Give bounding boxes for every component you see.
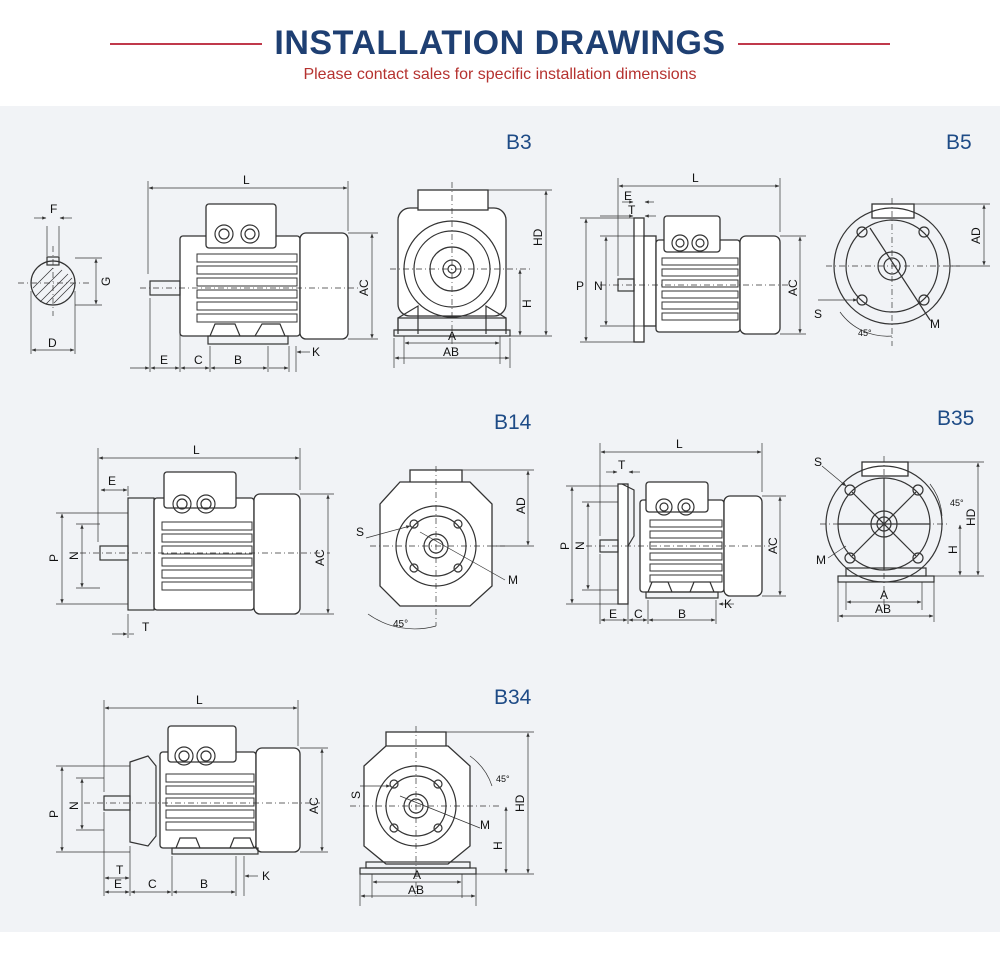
b35-label-e: E <box>609 607 617 621</box>
drawings-canvas: B3 B5 B14 B35 B34 F G D <box>18 131 990 906</box>
b35-label-ab: AB <box>875 602 891 616</box>
b34-label-b: B <box>200 877 208 891</box>
heading-b3: B3 <box>506 131 532 154</box>
heading-b5: B5 <box>946 131 972 154</box>
b3-label-h: H <box>520 299 534 308</box>
b5-label-s: S <box>814 307 822 321</box>
b35-label-k: K <box>724 597 732 611</box>
b34-label-m: M <box>480 818 490 832</box>
b14-label-n: N <box>67 551 81 560</box>
b35-label-hd: HD <box>964 508 978 526</box>
b34-label-k: K <box>262 869 270 883</box>
b5-label-n: N <box>594 279 603 293</box>
b5-label-l: L <box>692 171 699 185</box>
header-rule-right <box>738 43 890 45</box>
label-g: G <box>99 277 113 286</box>
b35-label-p: P <box>558 542 572 550</box>
b5-label-45: 45° <box>858 328 872 338</box>
b34-label-ac: AC <box>307 797 321 814</box>
b14-label-p: P <box>47 554 61 562</box>
b35-front-view: HD H S 45° M A AB <box>814 455 984 622</box>
b3-front-view: HD H A AB <box>390 182 552 368</box>
heading-b35: B35 <box>937 407 974 430</box>
b14-side-view: L E P N AC T <box>47 443 334 638</box>
b3-label-ac: AC <box>357 279 371 296</box>
page-footer-space <box>0 932 1000 968</box>
b3-label-a: A <box>448 329 456 343</box>
b14-label-s: S <box>356 525 364 539</box>
b35-label-b: B <box>678 607 686 621</box>
page-title: INSTALLATION DRAWINGS <box>274 24 726 62</box>
b35-label-45: 45° <box>950 498 964 508</box>
b34-label-n: N <box>67 801 81 810</box>
b3-label-e: E <box>160 353 168 367</box>
b35-label-c: C <box>634 607 643 621</box>
b34-label-a: A <box>413 868 421 882</box>
b34-label-t: T <box>116 863 124 877</box>
b35-label-s: S <box>814 455 822 469</box>
b3-label-k: K <box>312 345 320 359</box>
b5-label-e: E <box>624 189 632 203</box>
b35-label-m: M <box>816 553 826 567</box>
b14-label-e: E <box>108 474 116 488</box>
b35-label-ac: AC <box>766 537 780 554</box>
drawings-panel: B3 B5 B14 B35 B34 F G D <box>0 106 1000 932</box>
b34-label-l: L <box>196 693 203 707</box>
b14-label-m: M <box>508 573 518 587</box>
b35-label-t: T <box>618 458 626 472</box>
b3-label-b: B <box>234 353 242 367</box>
b34-label-c: C <box>148 877 157 891</box>
b35-label-l: L <box>676 437 683 451</box>
shaft-section-drawing: F G D <box>18 202 113 354</box>
heading-b34: B34 <box>494 686 532 709</box>
b3-label-c: C <box>194 353 203 367</box>
heading-b14: B14 <box>494 411 532 434</box>
b34-label-s: S <box>349 791 363 799</box>
b34-label-45: 45° <box>496 774 510 784</box>
header-rule-left <box>110 43 262 45</box>
b5-side-view: L E T P N AC <box>576 171 806 343</box>
b14-label-l: L <box>193 443 200 457</box>
b35-label-h: H <box>946 545 960 554</box>
b34-side-view: L P N AC T E C B K <box>47 693 328 896</box>
b3-label-ab: AB <box>443 345 459 359</box>
b14-label-ac: AC <box>313 549 327 566</box>
b14-label-t: T <box>142 620 150 634</box>
b34-label-hd: HD <box>513 794 527 812</box>
header: INSTALLATION DRAWINGS Please contact sal… <box>0 0 1000 106</box>
b5-label-p: P <box>576 279 584 293</box>
page-subtitle: Please contact sales for specific instal… <box>303 66 697 83</box>
b14-front-view: AD S M 45° <box>356 466 534 630</box>
b34-label-p: P <box>47 810 61 818</box>
b35-side-view: L T P N AC E C B K <box>558 437 786 624</box>
b34-label-h: H <box>491 841 505 850</box>
b34-front-view: HD H 45° S M A AB <box>349 726 534 906</box>
b5-front-view: AD S 45° M <box>814 198 990 346</box>
label-d: D <box>48 336 57 350</box>
b35-label-n: N <box>573 541 587 550</box>
label-f: F <box>50 202 57 216</box>
b3-side-view: L AC E C B K <box>130 173 378 372</box>
b5-label-ad: AD <box>969 227 983 244</box>
b5-label-ac: AC <box>786 279 800 296</box>
b35-label-a: A <box>880 588 888 602</box>
b14-label-45: 45° <box>393 619 408 630</box>
b34-label-e: E <box>114 877 122 891</box>
b14-label-ad: AD <box>514 497 528 514</box>
b3-label-l: L <box>243 173 250 187</box>
b5-label-t: T <box>628 203 636 217</box>
b5-label-m: M <box>930 317 940 331</box>
b34-label-ab: AB <box>408 883 424 897</box>
b3-label-hd: HD <box>531 228 545 246</box>
